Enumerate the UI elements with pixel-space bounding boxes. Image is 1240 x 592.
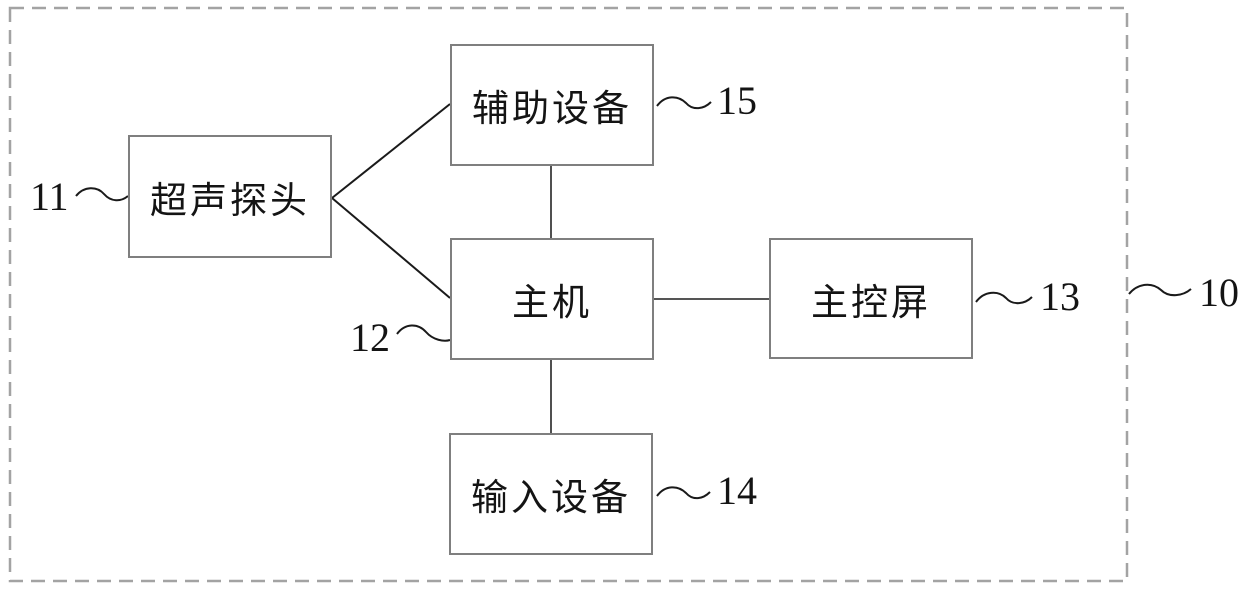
leader-squiggle-15 [656,96,712,110]
ref-label-13: 13 [1040,274,1080,319]
node-main-control-screen-label: 主控屏 [811,282,931,324]
node-auxiliary-device: 辅助设备 [450,44,654,166]
leader-squiggle-12 [396,324,451,342]
leader-squiggle-14 [656,486,711,500]
edge-probe-host [331,197,451,299]
leader-squiggle-11 [75,187,129,202]
ref-label-10: 10 [1199,270,1239,315]
leader-squiggle-13 [975,291,1033,305]
leader-squiggle-10 [1128,283,1192,297]
system-boundary-dashed-box [8,6,1129,583]
ref-label-15: 15 [717,78,757,123]
ref-label-14: 14 [717,468,757,513]
edge-probe-auxiliary [331,103,451,199]
ref-label-12: 12 [350,315,390,360]
node-input-device: 输入设备 [449,433,653,555]
ref-label-11: 11 [30,174,69,219]
node-ultrasound-probe-label: 超声探头 [150,180,310,222]
node-main-control-screen: 主控屏 [769,238,973,359]
node-host: 主机 [450,238,654,360]
node-ultrasound-probe: 超声探头 [128,135,332,258]
node-input-device-label: 输入设备 [471,478,631,519]
node-host-label: 主机 [512,283,592,324]
node-auxiliary-device-label: 辅助设备 [472,89,632,130]
